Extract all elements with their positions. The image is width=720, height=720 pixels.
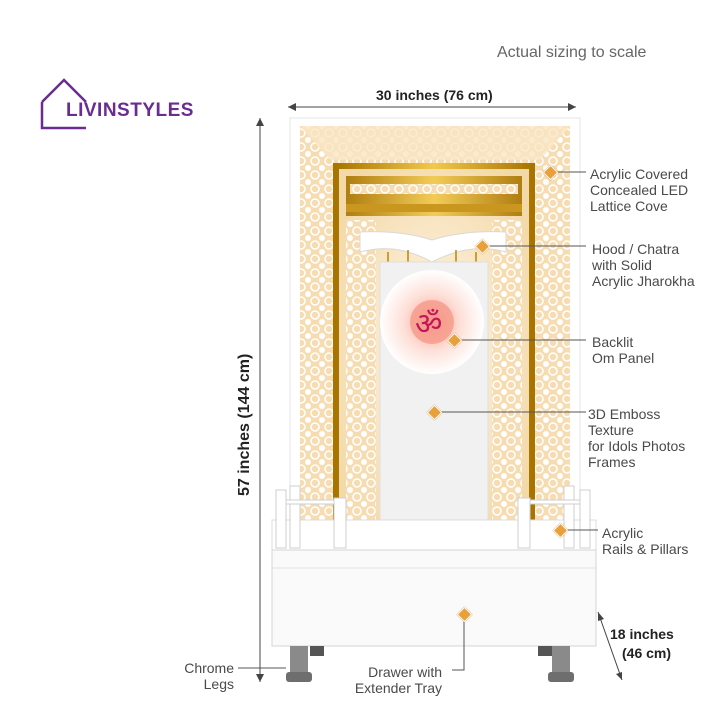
callout-hood: Hood / Chatra with Solid Acrylic Jharokh… [592, 241, 695, 289]
om-symbol: ॐ [415, 307, 443, 342]
callout-lattice: Acrylic Covered Concealed LED Lattice Co… [590, 166, 689, 214]
chrome-legs [286, 646, 574, 682]
depth-dimension-line2: (46 cm) [622, 645, 672, 661]
callout-emboss: 3D Emboss Texture for Idols Photos Frame… [588, 406, 686, 470]
callout-rails: Acrylic Rails & Pillars [602, 525, 689, 557]
scale-caption: Actual sizing to scale [497, 44, 647, 61]
width-dimension: 30 inches (76 cm) [376, 87, 493, 103]
height-dimension: 57 inches (144 cm) [236, 353, 253, 496]
callout-drawer: Drawer with Extender Tray [354, 664, 442, 696]
brand-name: LIVINSTYLES [66, 100, 194, 121]
house-roof-icon [41, 78, 87, 103]
brand-logo [40, 78, 87, 130]
callout-legs: Chrome Legs [184, 660, 234, 692]
depth-dimension-line1: 18 inches [610, 626, 674, 642]
callout-om: Backlit Om Panel [592, 334, 655, 366]
